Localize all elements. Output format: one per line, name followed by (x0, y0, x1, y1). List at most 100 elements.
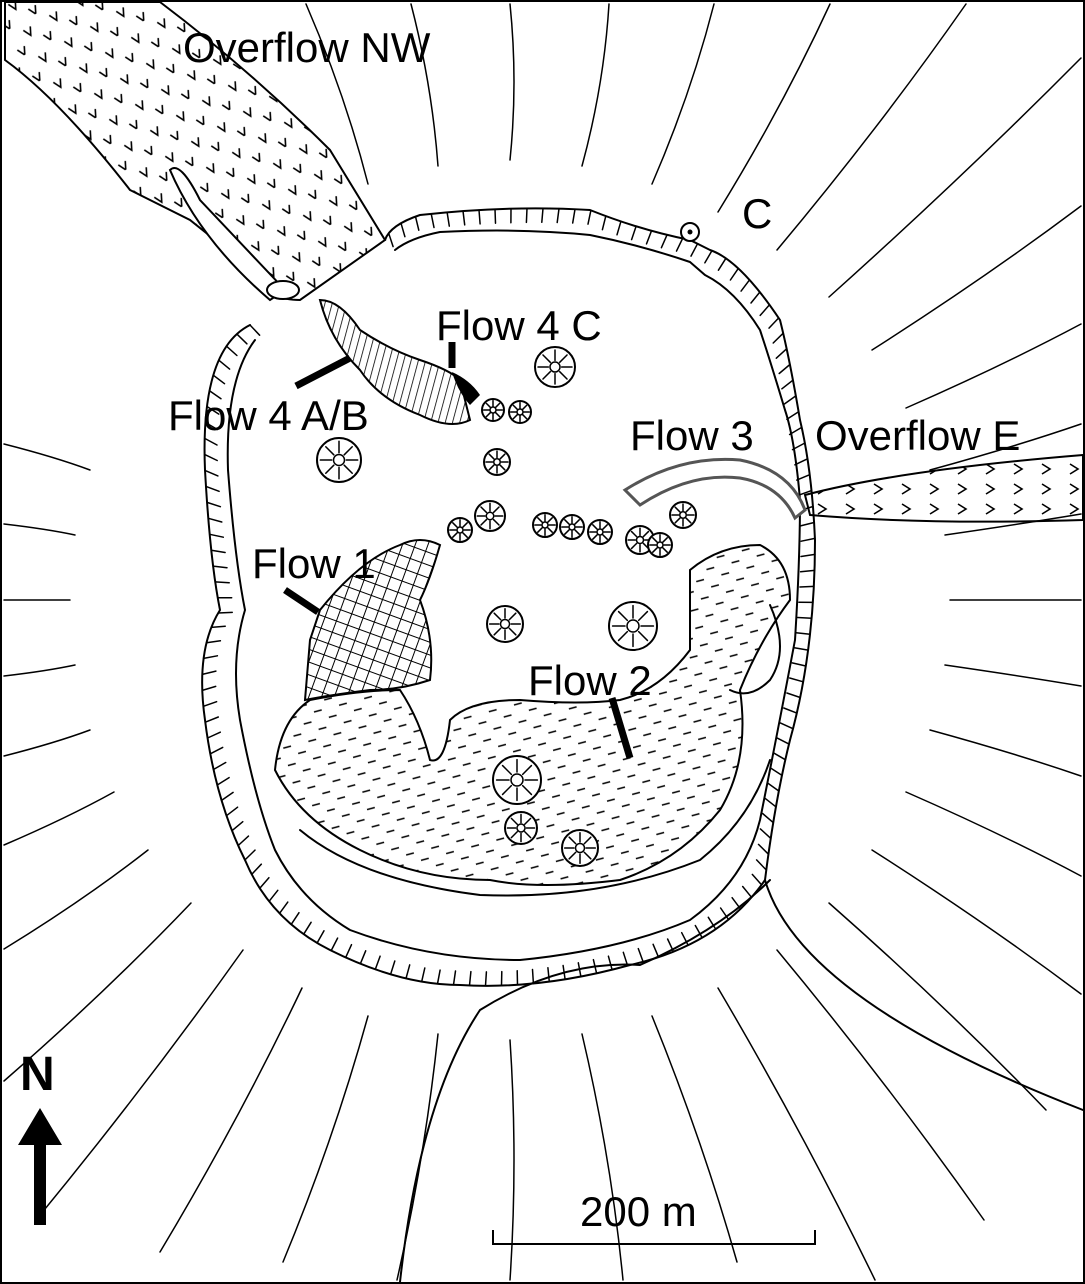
vent-c-center (687, 229, 693, 235)
flow-2 (273, 543, 792, 886)
label-flow-3: Flow 3 (630, 412, 754, 459)
hachure-tick (217, 611, 233, 614)
hachure-tick (204, 716, 220, 723)
slope-line (581, 1033, 624, 1281)
hachure-tick (783, 707, 798, 714)
crater-inner-wall (226, 229, 802, 962)
north-label: N (20, 1048, 55, 1101)
cone-hachure (662, 537, 668, 543)
scale-bar (492, 1230, 816, 1245)
hachure-tick (799, 521, 815, 527)
hachure-tick (794, 458, 809, 466)
flow-4ab (318, 298, 472, 425)
hachure-tick (204, 469, 219, 477)
hachure-tick (208, 533, 225, 538)
slope-line (3, 849, 149, 950)
cone-hachure (492, 506, 500, 514)
cone-hachure (685, 517, 692, 524)
hachure-tick (244, 849, 256, 861)
cone-hachure (488, 464, 495, 471)
hachure-tick (779, 722, 794, 730)
hachure-tick (436, 969, 441, 985)
hachure-tick (556, 207, 560, 224)
cone-hachure (485, 411, 492, 418)
hachure-tick (759, 304, 771, 317)
label-vent-c: C (742, 190, 772, 237)
cone-hachure (452, 532, 458, 538)
cone-hachure (602, 524, 608, 530)
cone-hachure (602, 534, 608, 540)
flow-4ab-leader (294, 354, 352, 390)
hachure-tick (389, 960, 396, 976)
flow-1-leader (283, 587, 320, 615)
cone-hachure (485, 402, 492, 409)
cone-hachure (462, 522, 468, 528)
hachure-tick (205, 640, 222, 644)
hachure-tick (201, 685, 217, 692)
slope-line (871, 205, 1082, 351)
hachure-tick (259, 876, 270, 890)
cone-hachure (674, 506, 681, 513)
hachure-tick (797, 489, 813, 497)
hachure-tick (740, 279, 751, 292)
hachure-tick (577, 962, 582, 978)
hachure-tick (420, 967, 426, 983)
hachure-tick (203, 437, 218, 446)
hachure-tick (761, 812, 774, 824)
hachure-tick (690, 243, 699, 257)
slope-line (871, 849, 1082, 995)
hachure-tick (769, 767, 783, 777)
cone-crater (626, 619, 640, 633)
hachure-tick (786, 692, 801, 699)
hachure-tick (225, 345, 238, 357)
hachure-tick (791, 442, 806, 451)
slope-line (717, 3, 831, 213)
cone-hachure (583, 851, 592, 860)
cone-crater (485, 511, 495, 521)
hachure-tick (768, 317, 780, 329)
hachure-tick (630, 225, 637, 241)
cone-hachure (512, 413, 519, 420)
hachure-tick (387, 232, 394, 248)
hachure-tick (206, 731, 222, 739)
cone-hachure (617, 610, 629, 622)
hachure-tick (766, 782, 780, 792)
hachure-tick (757, 843, 770, 855)
slope-line (305, 3, 369, 185)
cone-hachure (521, 784, 533, 796)
slope-line (3, 902, 192, 1082)
cone-hachure (558, 354, 568, 364)
hachure-tick (531, 968, 535, 985)
hachure-tick (660, 234, 668, 249)
hachure-tick (799, 569, 816, 573)
cone-crater (332, 453, 346, 467)
cone-hachure (480, 518, 488, 526)
cone-hachure (488, 453, 495, 460)
cone-crater (493, 458, 501, 466)
hachure-tick (786, 410, 800, 421)
cone-hachure (493, 627, 502, 636)
cone-hachure (325, 464, 335, 474)
cone-hachure (512, 404, 519, 411)
hachure-tick (207, 517, 223, 523)
slope-line (717, 987, 876, 1281)
hachure-tick (675, 237, 684, 252)
hachure-tick (203, 453, 218, 462)
hachure-tick (414, 215, 420, 231)
hachure-tick (680, 931, 689, 946)
cone-hachure (630, 530, 638, 538)
hachure-tick (541, 207, 544, 224)
hachure-tick (405, 964, 411, 980)
hachure-tick (525, 207, 528, 224)
label-flow-4ab: Flow 4 A/B (168, 392, 369, 439)
flow-1 (303, 539, 442, 702)
cone-hachure (492, 518, 500, 526)
hachure-tick (783, 395, 797, 405)
slope-line (3, 443, 91, 471)
hachure-tick (704, 249, 713, 264)
scoria-cones (316, 346, 697, 867)
crater-wall-hachures (201, 207, 816, 987)
hachure-tick (616, 220, 622, 236)
cone-hachure (558, 370, 568, 380)
